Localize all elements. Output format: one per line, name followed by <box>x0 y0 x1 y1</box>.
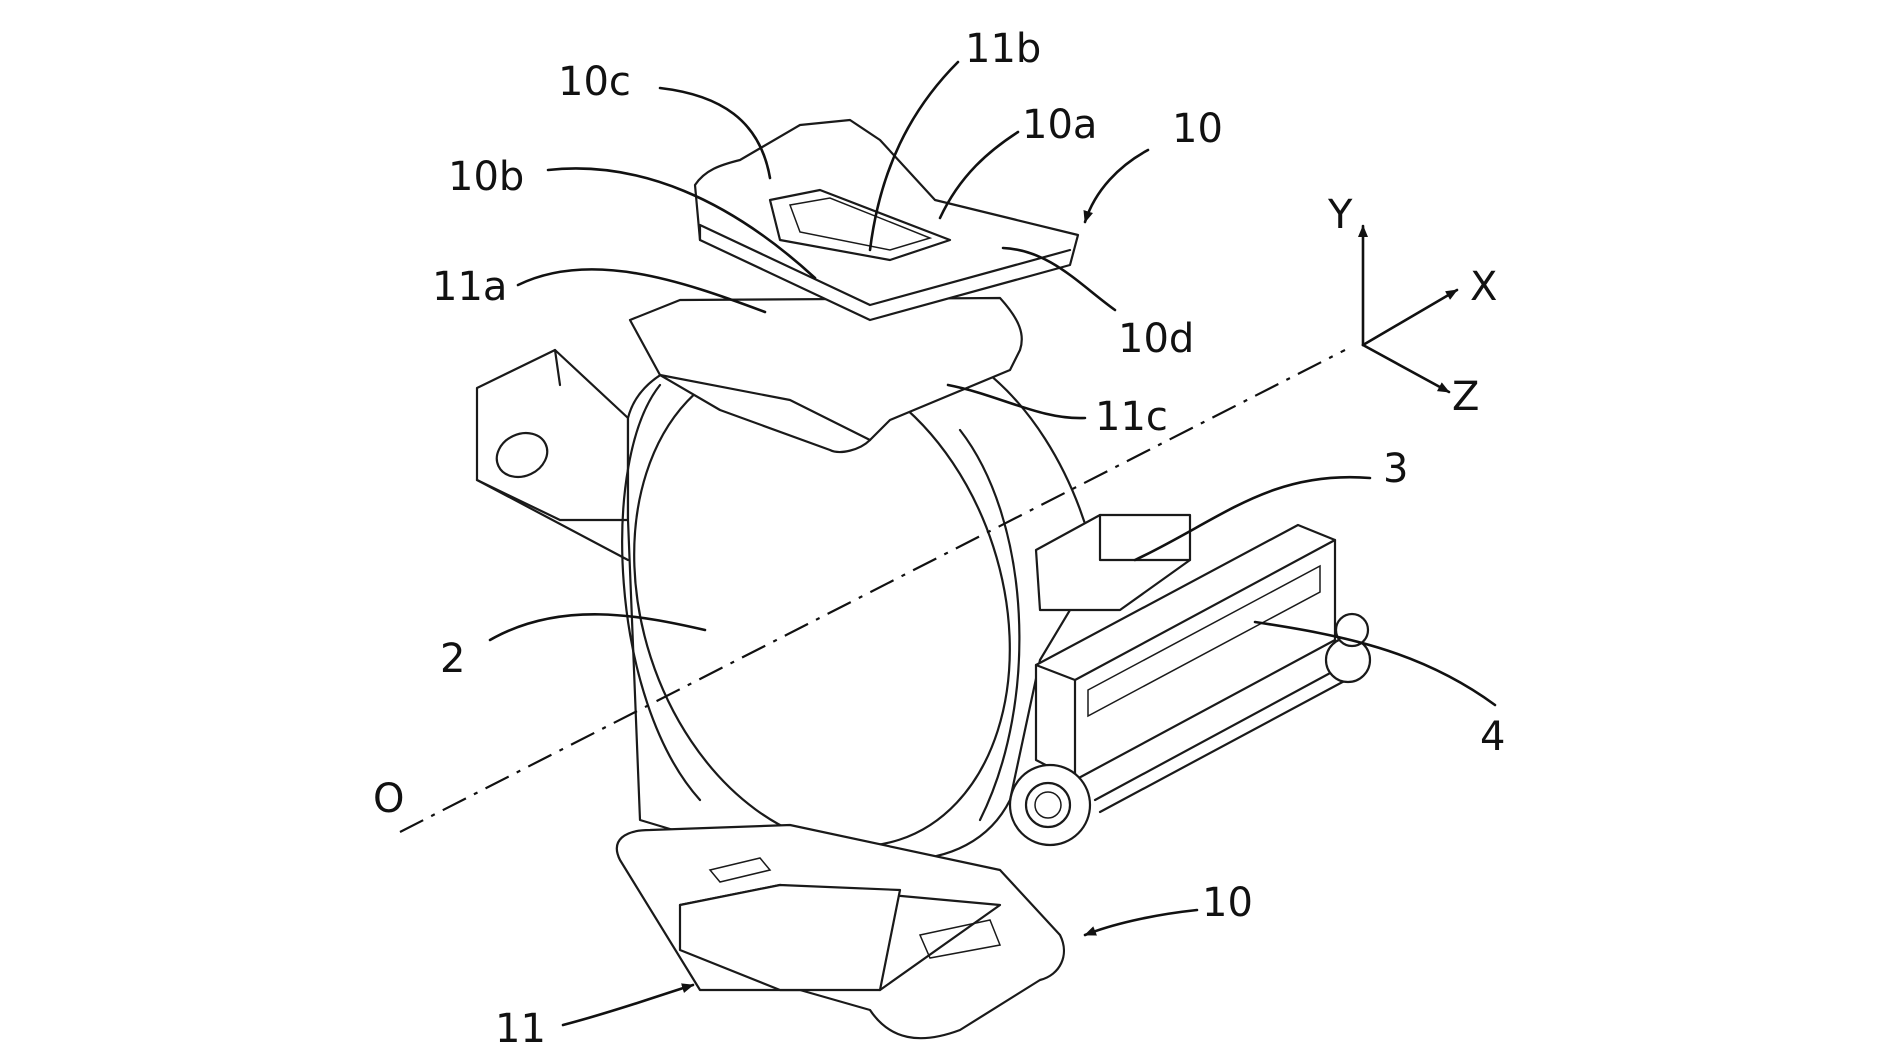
bottom-clip <box>615 823 1065 1040</box>
label-11a: 11a <box>432 264 507 310</box>
coordinate-axes: Y X Z <box>1327 192 1497 420</box>
leader-2 <box>488 613 707 642</box>
x-axis-arrow <box>1361 288 1459 347</box>
leader-11 <box>561 983 695 1027</box>
label-10a: 10a <box>1022 102 1097 148</box>
leader-10c <box>658 86 772 180</box>
rail-slot <box>1087 564 1321 718</box>
z-axis-arrow <box>1361 343 1451 394</box>
leader-10-bottom <box>1083 908 1199 937</box>
mounting-hole <box>495 431 549 479</box>
leader-10d <box>1001 246 1117 312</box>
label-11: 11 <box>495 1006 546 1052</box>
label-11b: 11b <box>965 26 1041 72</box>
label-3: 3 <box>1383 446 1408 492</box>
top-clip <box>628 118 1080 454</box>
left-mounting-tab <box>475 348 630 562</box>
right-block <box>1034 513 1192 612</box>
label-4: 4 <box>1480 714 1505 760</box>
leader-10b <box>546 167 817 280</box>
rail-part <box>1034 523 1372 814</box>
leader-10a <box>938 130 1020 220</box>
leader-11a <box>516 268 767 314</box>
ring-body <box>621 356 1102 862</box>
leader-10-top <box>1083 148 1150 224</box>
label-10-top: 10 <box>1172 106 1223 152</box>
label-10c: 10c <box>558 59 631 105</box>
label-11c: 11c <box>1095 394 1168 440</box>
leader-lines <box>488 60 1497 1027</box>
pin-roller <box>1008 763 1092 847</box>
label-10-bottom: 10 <box>1202 880 1253 926</box>
central-axis-O <box>399 349 1346 833</box>
y-axis-label: Y <box>1327 192 1353 238</box>
leader-11b <box>868 60 960 252</box>
reference-numerals: 10c 11b 10a 10 10b 11a 10d 11c 3 2 4 O 1… <box>373 26 1505 1052</box>
leader-3 <box>1133 475 1372 562</box>
x-axis-label: X <box>1470 264 1497 310</box>
label-2: 2 <box>440 636 465 682</box>
label-O: O <box>373 776 404 822</box>
leader-11c <box>946 383 1087 420</box>
label-10d: 10d <box>1118 316 1194 362</box>
label-10b: 10b <box>448 154 524 200</box>
leader-4 <box>1253 620 1497 707</box>
z-axis-label: Z <box>1452 374 1479 420</box>
